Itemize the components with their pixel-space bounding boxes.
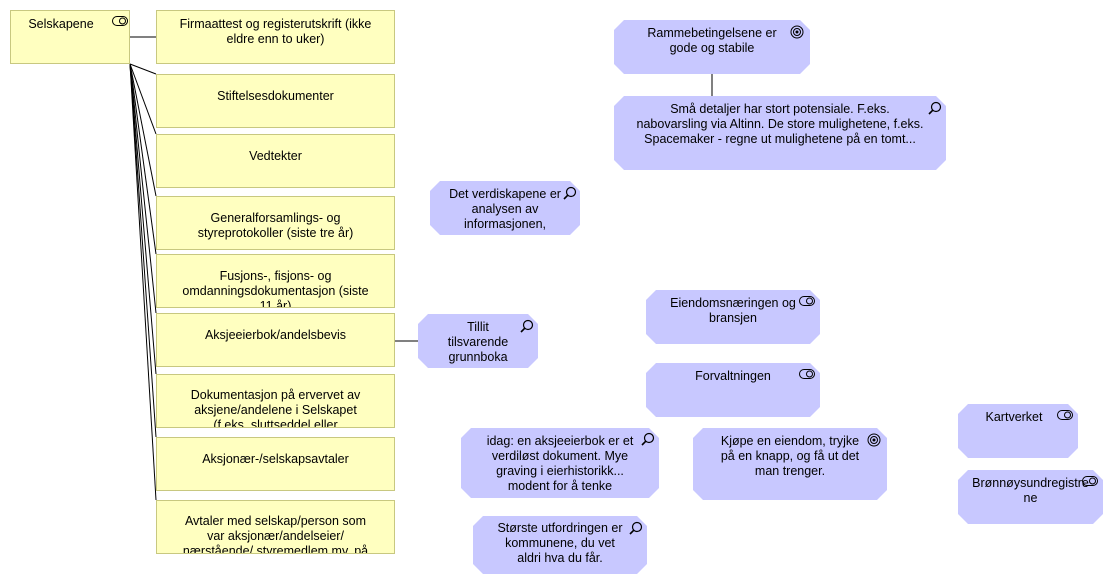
node-label: Stiftelsesdokumenter	[217, 89, 334, 103]
note-storste[interactable]: Største utfordringen er kommunene, du ve…	[473, 516, 647, 574]
toggle-icon	[1057, 410, 1073, 420]
node-label: Firmaattest og registerutskrift (ikke el…	[179, 17, 372, 46]
node-label: idag: en aksjeeierbok er et verdiløst do…	[486, 434, 634, 493]
node-label: Avtaler med selskap/person som var aksjo…	[182, 514, 369, 554]
node-label: Vedtekter	[249, 149, 302, 163]
note-bronnoysund[interactable]: Brønnøysundregistrene	[958, 470, 1103, 524]
magnifier-icon	[928, 101, 942, 115]
magnifier-icon	[563, 186, 577, 200]
node-label: Det verdiskapene er analysen av informas…	[449, 187, 561, 231]
target-icon	[790, 25, 804, 39]
node-label: Kjøpe en eiendom, tryjke på en knapp, og…	[720, 434, 860, 478]
node-label: Brønnøysundregistrene	[972, 476, 1089, 505]
doc-firmaattest[interactable]: Firmaattest og registerutskrift (ikke el…	[156, 10, 395, 64]
selskapene-node[interactable]: Selskapene	[10, 10, 130, 64]
magnifier-icon	[629, 521, 643, 535]
magnifier-icon	[520, 319, 534, 333]
node-label: Små detaljer har stort potensiale. F.eks…	[636, 102, 924, 146]
doc-fusjon[interactable]: Fusjons-, fisjons- og omdanningsdokument…	[156, 254, 395, 308]
toggle-icon	[112, 16, 128, 26]
note-verdiskapene[interactable]: Det verdiskapene er analysen av informas…	[430, 181, 580, 235]
note-rammebetingelsene[interactable]: Rammebetingelsene er gode og stabile	[614, 20, 810, 74]
note-tillit[interactable]: Tillit tilsvarende grunnboka	[418, 314, 538, 368]
doc-aksjonaeravtaler[interactable]: Aksjonær-/selskapsavtaler	[156, 437, 395, 491]
note-eiendomsnaeringen[interactable]: Eiendomsnæringen og bransjen	[646, 290, 820, 344]
node-label: Generalforsamlings- og styreprotokoller …	[197, 211, 354, 240]
node-label: Forvaltningen	[695, 369, 771, 383]
node-label: Fusjons-, fisjons- og omdanningsdokument…	[182, 269, 369, 308]
node-label: Aksjonær-/selskapsavtaler	[202, 452, 349, 466]
doc-aksjeeierbok[interactable]: Aksjeeierbok/andelsbevis	[156, 313, 395, 367]
note-kjope[interactable]: Kjøpe en eiendom, tryjke på en knapp, og…	[693, 428, 887, 500]
node-label: Aksjeeierbok/andelsbevis	[204, 328, 347, 342]
target-icon	[867, 433, 881, 447]
toggle-icon	[799, 369, 815, 379]
node-label: Tillit tilsvarende grunnboka	[447, 320, 509, 364]
toggle-icon	[799, 296, 815, 306]
note-idag[interactable]: idag: en aksjeeierbok er et verdiløst do…	[461, 428, 659, 498]
doc-avtaler-selskap[interactable]: Avtaler med selskap/person som var aksjo…	[156, 500, 395, 554]
doc-generalforsamling[interactable]: Generalforsamlings- og styreprotokoller …	[156, 196, 395, 250]
doc-stiftelsesdokumenter[interactable]: Stiftelsesdokumenter	[156, 74, 395, 128]
magnifier-icon	[641, 432, 655, 446]
node-label: Dokumentasjon på ervervet av aksjene/and…	[190, 388, 361, 428]
node-label: Kartverket	[985, 410, 1043, 424]
node-label: Selskapene	[28, 17, 94, 31]
node-label: Rammebetingelsene er gode og stabile	[647, 26, 777, 55]
note-forvaltningen[interactable]: Forvaltningen	[646, 363, 820, 417]
toggle-icon	[1082, 476, 1098, 486]
node-label: Største utfordringen er kommunene, du ve…	[497, 521, 623, 565]
doc-vedtekter[interactable]: Vedtekter	[156, 134, 395, 188]
node-label: Eiendomsnæringen og bransjen	[670, 296, 796, 325]
note-sma-detaljer[interactable]: Små detaljer har stort potensiale. F.eks…	[614, 96, 946, 170]
doc-dokumentasjon-erverv[interactable]: Dokumentasjon på ervervet av aksjene/and…	[156, 374, 395, 428]
